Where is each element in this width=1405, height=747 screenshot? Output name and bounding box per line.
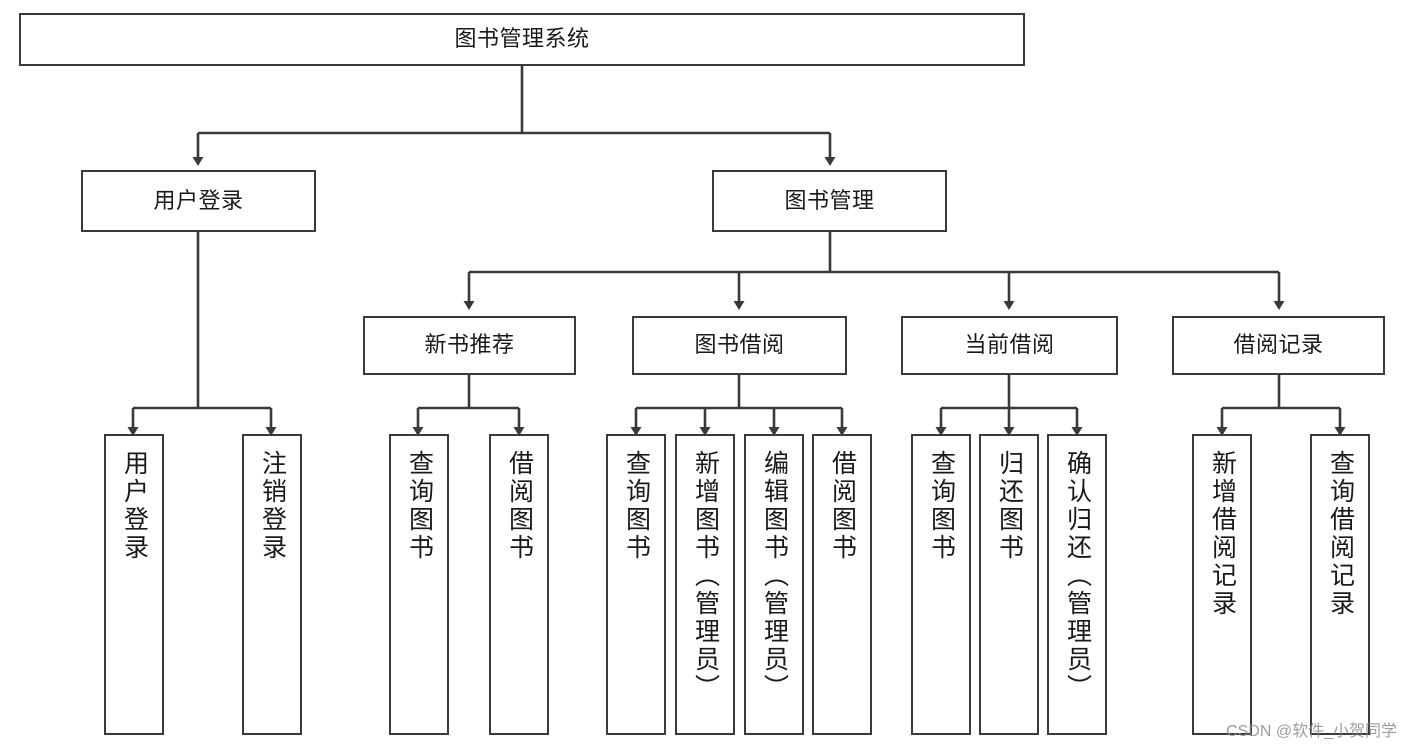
leaf-add-book-admin[interactable]: 新增图书（管理员） <box>675 434 735 735</box>
node-label: 用户登录 <box>120 450 149 562</box>
leaf-logout-login[interactable]: 注销登录 <box>242 434 302 735</box>
node-label: 借阅图书 <box>505 450 534 562</box>
node-current-borrow[interactable]: 当前借阅 <box>901 316 1118 375</box>
node-borrow-record[interactable]: 借阅记录 <box>1172 316 1385 375</box>
node-label: 查询借阅记录 <box>1326 450 1355 618</box>
node-book-manage[interactable]: 图书管理 <box>712 170 947 232</box>
node-label: 图书管理 <box>784 187 875 213</box>
node-label: 归还图书 <box>995 450 1024 562</box>
node-label: 新增图书（管理员） <box>691 450 720 702</box>
node-label: 注销登录 <box>258 450 287 562</box>
node-label: 查询图书 <box>405 450 434 562</box>
node-label: 借阅记录 <box>1233 332 1324 358</box>
leaf-borrow-book-recommend[interactable]: 借阅图书 <box>489 434 549 735</box>
node-label: 确认归还（管理员） <box>1063 450 1092 702</box>
leaf-confirm-return-admin[interactable]: 确认归还（管理员） <box>1047 434 1107 735</box>
node-root-system[interactable]: 图书管理系统 <box>19 13 1025 66</box>
leaf-add-borrow-record[interactable]: 新增借阅记录 <box>1192 434 1252 735</box>
leaf-query-book-recommend[interactable]: 查询图书 <box>389 434 449 735</box>
node-label: 图书管理系统 <box>454 26 590 52</box>
node-label: 图书借阅 <box>694 332 785 358</box>
leaf-return-book[interactable]: 归还图书 <box>979 434 1039 735</box>
leaf-query-book-borrow[interactable]: 查询图书 <box>606 434 666 735</box>
leaf-query-borrow-record[interactable]: 查询借阅记录 <box>1310 434 1370 735</box>
node-label: 用户登录 <box>153 187 244 213</box>
leaf-borrow-book-borrow[interactable]: 借阅图书 <box>812 434 872 735</box>
node-label: 编辑图书（管理员） <box>760 450 789 702</box>
leaf-query-book-current[interactable]: 查询图书 <box>911 434 971 735</box>
node-label: 新增借阅记录 <box>1208 450 1237 618</box>
leaf-edit-book-admin[interactable]: 编辑图书（管理员） <box>744 434 804 735</box>
node-book-borrow[interactable]: 图书借阅 <box>632 316 847 375</box>
node-label: 借阅图书 <box>828 450 857 562</box>
leaf-user-login[interactable]: 用户登录 <box>104 434 164 735</box>
node-new-book-recommend[interactable]: 新书推荐 <box>363 316 576 375</box>
node-label: 当前借阅 <box>964 332 1055 358</box>
node-label: 查询图书 <box>622 450 651 562</box>
node-label: 新书推荐 <box>424 332 515 358</box>
node-user-login[interactable]: 用户登录 <box>81 170 316 232</box>
node-label: 查询图书 <box>927 450 956 562</box>
